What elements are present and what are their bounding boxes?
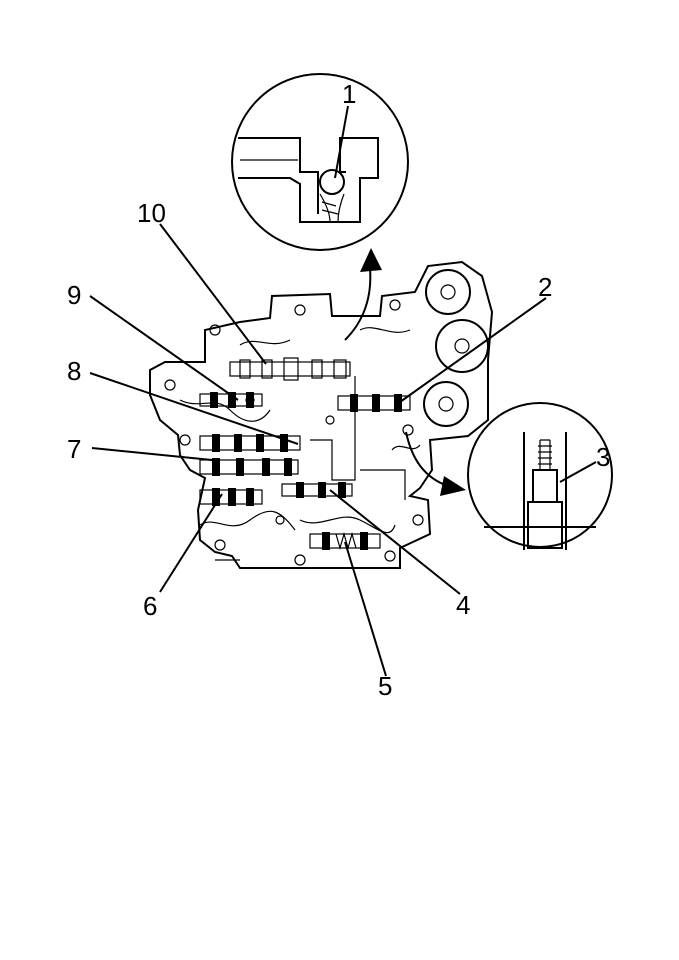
callout-3: 3 [596, 442, 610, 472]
leader-line-3 [559, 461, 597, 483]
callout-1: 1 [342, 79, 356, 109]
leader-line-2 [399, 297, 547, 403]
callout-4: 4 [456, 590, 470, 620]
arrow-to-inset-1 [344, 248, 382, 341]
leader-line-9 [89, 295, 239, 401]
callout-10: 10 [137, 198, 166, 228]
detail-inset-1 [231, 73, 409, 251]
leader-line-5 [344, 541, 387, 677]
callout-labels: 1 2 3 4 5 6 7 8 9 10 [67, 79, 610, 701]
leader-line-8 [89, 372, 299, 445]
leader-line-10 [159, 223, 267, 365]
leader-lines [89, 105, 597, 677]
leader-line-1 [334, 105, 349, 179]
leader-line-7 [91, 447, 213, 461]
arrow-to-inset-3 [405, 431, 466, 496]
leader-line-6 [159, 493, 223, 593]
leader-line-4 [329, 489, 461, 595]
detail-inset-3 [467, 402, 613, 550]
callout-9: 9 [67, 280, 81, 310]
valve-body-housing [149, 260, 494, 569]
callout-2: 2 [538, 272, 552, 302]
valve-spools [199, 357, 411, 551]
callout-7: 7 [67, 434, 81, 464]
callout-5: 5 [378, 671, 392, 701]
callout-8: 8 [67, 356, 81, 386]
callout-6: 6 [143, 591, 157, 621]
